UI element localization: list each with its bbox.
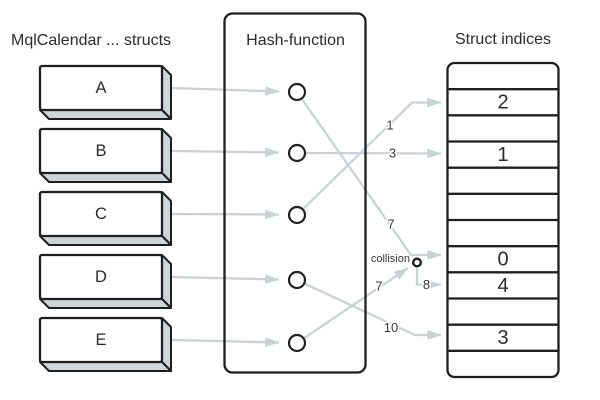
hash-node-e [287,333,307,353]
hash-node-b [287,143,307,163]
struct-indices-title: Struct indices [455,31,551,48]
edge-label-index7-upper: 7 [387,217,394,232]
hash-node-c [287,205,307,225]
table-cell-value: 1 [497,144,508,166]
hash-function-title: Hash-function [246,32,345,49]
edge-label-index7-lower: 7 [375,279,382,294]
box-bottom-face [39,298,172,309]
table-cell-value: 0 [497,249,508,271]
table-cell-value: 4 [497,275,508,297]
struct-indices-table: 2 1 0 4 3 [446,61,560,379]
hash-e-to-collision-arrow [302,267,409,340]
struct-box-a: A [38,64,172,120]
rehash-to-index8-arrow [415,268,442,290]
edge-label-index10: 10 [384,320,398,335]
struct-box-label: E [95,331,106,349]
hash-b-to-index3-arrow [304,148,442,159]
box-front-face [38,64,164,112]
box-front-face [38,253,164,301]
hash-node-a [287,82,307,102]
hash-d-to-index10-arrow [303,282,442,340]
hash-function-box [223,12,367,374]
collision-marker-icon [412,257,423,268]
struct-box-b: B [38,127,172,183]
edge-label-index3: 3 [389,146,396,161]
box-bottom-face [39,109,172,120]
hash-a-to-index7-arrow [300,97,442,260]
box-bottom-face [39,172,172,183]
output-connectors [300,97,442,340]
box-bottom-face [39,361,172,372]
struct-box-label: D [95,268,107,286]
struct-box-d: D [38,253,172,309]
table-cell-value: 3 [497,327,508,349]
table-cell-value: 2 [497,92,508,114]
struct-box-c: C [38,190,172,246]
box-front-face [38,127,164,175]
struct-box-label: A [95,79,106,97]
struct-box-label: B [95,142,106,160]
collision-label: collision [371,253,410,265]
box-front-face [38,316,164,364]
hash-c-to-index1-arrow [301,97,442,211]
edge-label-index8: 8 [423,277,430,292]
hash-node-d [287,270,307,290]
box-front-face [38,190,164,238]
box-bottom-face [39,235,172,246]
edge-label-index1: 1 [386,118,393,133]
structs-column-title: MqlCalendar ... structs [11,32,171,49]
struct-box-label: C [95,205,107,223]
struct-box-e: E [38,316,172,372]
